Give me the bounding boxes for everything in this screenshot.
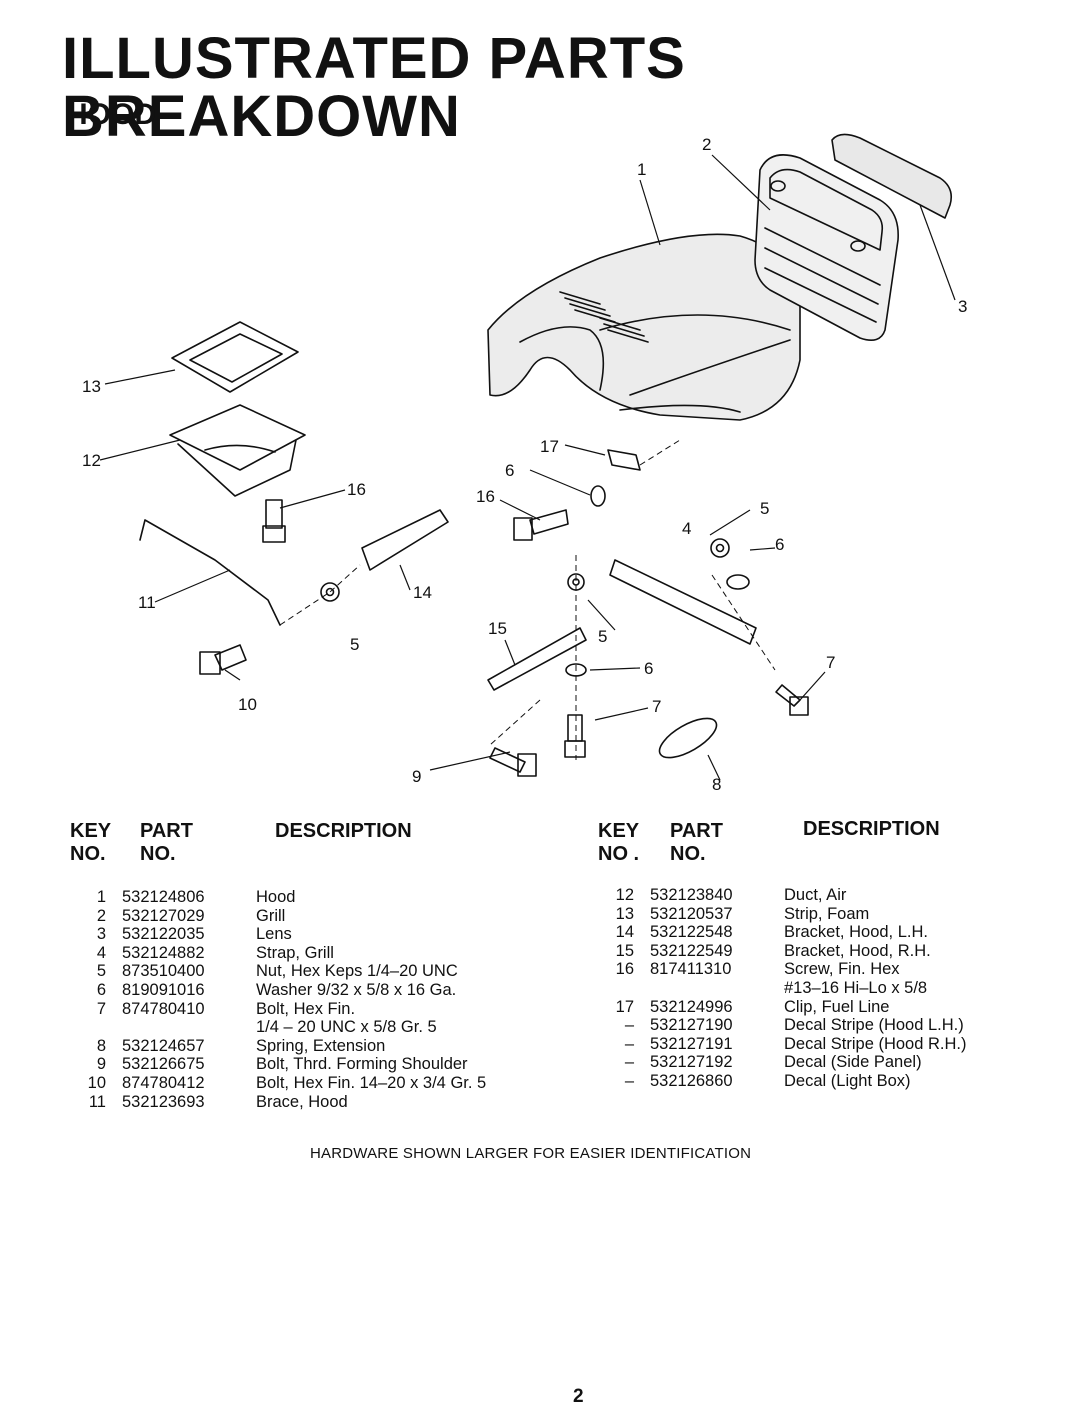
callout-7b: 7 [652,697,661,716]
exploded-parts-diagram: 1 2 3 4 5 6 7 8 9 10 11 12 13 14 15 16 1… [82,133,967,794]
clip-part-17 [607,449,641,471]
page-number: 2 [573,1386,584,1407]
callout-11: 11 [138,593,156,612]
callout-6b: 6 [505,461,514,480]
callout-14: 14 [413,583,432,602]
callout-16a: 16 [347,480,366,499]
callout-2: 2 [702,135,711,154]
grill-part-2 [754,154,899,341]
brace-part-11 [139,519,281,626]
callout-15: 15 [488,619,507,638]
callout-10: 10 [238,695,257,714]
left-description-header: DESCRIPTION [275,820,412,842]
callout-16b: 16 [476,487,495,506]
callout-8: 8 [712,775,721,794]
callout-12: 12 [82,451,101,470]
table-row: #13–16 Hi–Lo x 5/8 [784,978,928,997]
strap-part-4 [609,559,757,645]
callout-13: 13 [82,377,101,396]
callout-4: 4 [682,519,691,538]
bracket-rh-part-15 [487,627,587,691]
callout-7a: 7 [826,653,835,672]
hood-part-1 [487,233,801,421]
right-key-header: KEY NO . [598,820,640,865]
assembly-lines [279,439,776,760]
right-part-header: PART NO. [670,820,723,865]
callout-5c: 5 [598,627,607,646]
callout-5a: 5 [760,499,769,518]
callout-leaders [99,154,956,781]
bracket-lh-part-14 [361,509,449,571]
air-duct-part-12 [169,404,306,497]
hardware-note: HARDWARE SHOWN LARGER FOR EASIER IDENTIF… [310,1145,752,1162]
callout-6c: 6 [644,659,653,678]
table-row: 1/4 – 20 UNC x 5/8 Gr. 5 [256,1018,437,1037]
callout-17: 17 [540,437,559,456]
right-description-header: DESCRIPTION [803,818,940,840]
callout-6a: 6 [775,535,784,554]
foam-strip-part-13 [171,321,299,393]
hardware-items [199,485,809,777]
callout-9: 9 [412,767,421,786]
left-key-header: KEY NO. [70,820,112,865]
section-title: HOOD [66,98,156,131]
callout-3: 3 [958,297,967,316]
left-part-header: PART NO. [140,820,193,865]
callout-1: 1 [637,160,646,179]
page-title: ILLUSTRATED PARTS BREAKDOWN [62,26,686,149]
callout-5b: 5 [350,635,359,654]
callout-labels: 1 2 3 4 5 6 7 8 9 10 11 12 13 14 15 16 1… [82,135,967,794]
lens-part-3 [831,133,953,219]
